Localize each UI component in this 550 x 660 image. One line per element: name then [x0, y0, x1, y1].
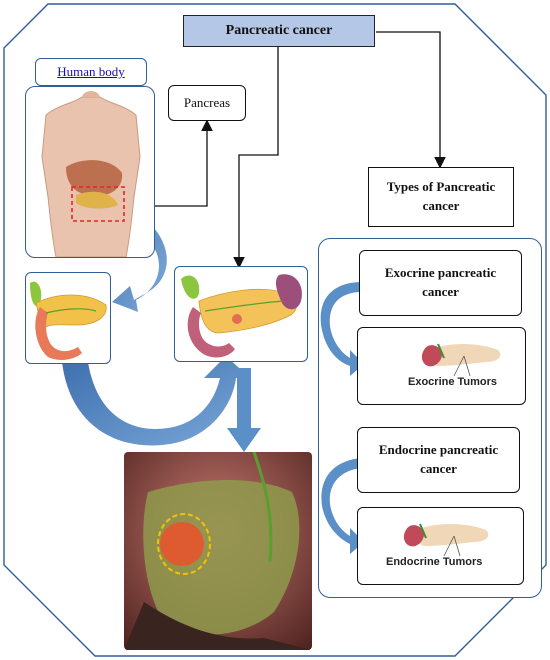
pancreas-organ-image-2: [174, 266, 308, 362]
pancreas-illustration: [30, 281, 107, 360]
exocrine-box: Exocrine pancreatic cancer: [359, 250, 522, 316]
exocrine-tumor-box: Exocrine Tumors: [357, 327, 526, 405]
types-box: Types of Pancreatic cancer: [368, 167, 514, 227]
exocrine-tumor-caption: Exocrine Tumors: [408, 376, 498, 388]
endocrine-pancreas-icon: [403, 523, 489, 557]
tumor-illustration: [124, 452, 312, 650]
pancreas-label: Pancreas: [183, 95, 231, 110]
pancreas-organ-image-1: [25, 272, 111, 364]
endocrine-label: Endocrine pancreatic cancer: [378, 442, 499, 476]
types-label: Types of Pancreatic cancer: [386, 179, 496, 213]
pancreas-detail-illustration: [181, 274, 302, 358]
tumor-closeup-image: [124, 452, 312, 650]
exocrine-label: Exocrine pancreatic cancer: [384, 265, 497, 299]
torso-illustration: [41, 91, 141, 257]
pancreas-box: Pancreas: [168, 85, 246, 121]
endocrine-tumor-box: Endocrine Tumors: [357, 507, 524, 585]
human-body-box: Human body: [35, 58, 147, 86]
human-body-image: [25, 86, 155, 258]
page-title: Pancreatic cancer: [225, 23, 333, 38]
exocrine-pancreas-icon: [421, 343, 501, 377]
human-body-link[interactable]: Human body: [57, 64, 125, 79]
endocrine-tumor-caption: Endocrine Tumors: [386, 556, 483, 568]
title-box: Pancreatic cancer: [183, 15, 375, 47]
endocrine-box: Endocrine pancreatic cancer: [357, 427, 520, 493]
